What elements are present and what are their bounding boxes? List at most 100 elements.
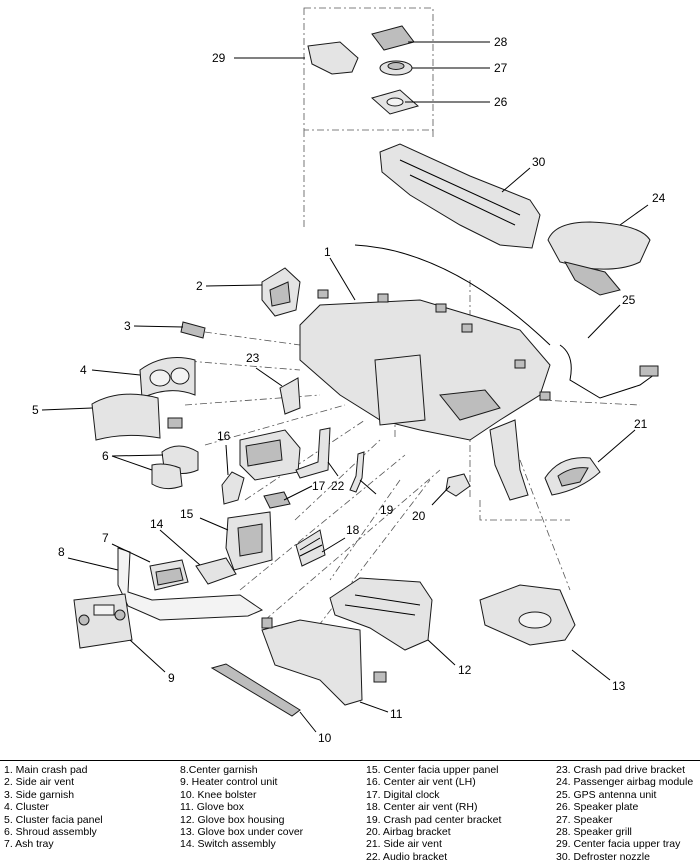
- legend-item: 29. Center facia upper tray: [556, 838, 681, 851]
- callout-23: 23: [246, 351, 260, 365]
- legend-item: 13. Glove box under cover: [180, 825, 304, 838]
- legend-column-1: 1. Main crash pad 2. Side air vent 3. Si…: [4, 764, 103, 851]
- callout-2: 2: [196, 279, 203, 293]
- legend-column-2: 8.Center garnish 9. Heater control unit …: [180, 764, 303, 851]
- legend-item: 11. Glove box: [180, 801, 245, 814]
- crash-pad-drive-bracket: [279, 377, 301, 415]
- knee-bolster: [210, 663, 301, 717]
- callout-20: 20: [412, 509, 426, 523]
- main-crash-pad: [299, 244, 551, 501]
- callout-19: 19: [380, 503, 394, 517]
- legend-item: 25. GPS antenna unit: [556, 788, 657, 801]
- callout-25: 25: [622, 293, 636, 307]
- callout-26: 26: [494, 95, 508, 109]
- side-garnish: [180, 321, 206, 339]
- callout-11: 11: [390, 707, 403, 721]
- callout-12: 12: [458, 663, 472, 677]
- callout-3: 3: [124, 319, 131, 333]
- speaker-plate: [370, 89, 420, 115]
- callout-21: 21: [634, 417, 648, 431]
- legend-item: 17. Digital clock: [366, 788, 440, 801]
- callout-1: 1: [324, 245, 331, 259]
- callout-5: 5: [32, 403, 39, 417]
- callout-9: 9: [168, 671, 175, 685]
- callout-29: 29: [212, 51, 226, 65]
- glove-box-under-cover: [479, 584, 576, 646]
- callout-28: 28: [494, 35, 508, 49]
- speaker-grill: [371, 25, 415, 51]
- callout-7: 7: [102, 531, 109, 545]
- shroud-assembly: [151, 445, 199, 490]
- crash-pad-center-bracket: [349, 451, 365, 493]
- legend-item: 24. Passenger airbag module: [556, 776, 694, 789]
- parts-legend: 1. Main crash pad 2. Side air vent 3. Si…: [0, 764, 700, 863]
- callout-8: 8: [58, 545, 65, 559]
- legend-item: 3. Side garnish: [4, 788, 75, 801]
- legend-item: 16. Center air vent (LH): [366, 776, 476, 789]
- center-facia-upper-tray: [307, 41, 359, 75]
- legend-item: 9. Heater control unit: [180, 776, 278, 789]
- callout-16: 16: [217, 429, 231, 443]
- cluster: [139, 357, 196, 399]
- legend-item: 22. Audio bracket: [366, 850, 448, 863]
- legend-item: 2. Side air vent: [4, 776, 75, 789]
- legend-item: 8.Center garnish: [180, 764, 258, 776]
- glove-box: [261, 617, 387, 706]
- center-air-vent-right: [295, 529, 326, 567]
- passenger-airbag-module: [547, 221, 651, 296]
- ash-tray: [149, 559, 189, 591]
- legend-item: 12. Glove box housing: [180, 813, 285, 826]
- callout-15: 15: [180, 507, 194, 521]
- legend-column-4: 23. Crash pad drive bracket 24. Passenge…: [556, 764, 693, 863]
- legend-item: 14. Switch assembly: [180, 838, 276, 851]
- legend-divider: [0, 760, 700, 761]
- mounting-clips: [317, 289, 551, 401]
- dashed-reference-lines: [174, 7, 641, 651]
- cluster-facia-panel: [91, 393, 183, 441]
- callout-27: 27: [494, 61, 508, 75]
- callout-6: 6: [102, 449, 109, 463]
- center-air-vent-left: [221, 471, 245, 505]
- legend-column-3: 15. Center facia upper panel 16. Center …: [366, 764, 501, 863]
- legend-item: 18. Center air vent (RH): [366, 801, 478, 814]
- callout-30: 30: [532, 155, 546, 169]
- side-air-vent-left: [261, 267, 301, 317]
- legend-item: 30. Defroster nozzle: [556, 850, 650, 863]
- gps-antenna-unit: [559, 344, 659, 399]
- defroster-nozzle: [379, 143, 541, 249]
- callout-10: 10: [318, 731, 332, 745]
- legend-item: 20. Airbag bracket: [366, 825, 451, 838]
- legend-item: 5. Cluster facia panel: [4, 813, 103, 826]
- legend-item: 19. Crash pad center bracket: [366, 813, 502, 826]
- legend-item: 1. Main crash pad: [4, 764, 88, 776]
- callout-24: 24: [652, 191, 666, 205]
- exploded-parts-diagram: 29 28 27 26 30 24 1 2 25 3 23 4 5 21 16 …: [32, 7, 666, 745]
- speaker: [379, 60, 413, 76]
- legend-item: 23. Crash pad drive bracket: [556, 764, 685, 776]
- callout-14: 14: [150, 517, 164, 531]
- legend-item: 6. Shroud assembly: [4, 825, 97, 838]
- digital-clock: [263, 491, 291, 509]
- callout-13: 13: [612, 679, 626, 693]
- airbag-bracket: [445, 473, 471, 497]
- legend-item: 21. Side air vent: [366, 838, 442, 851]
- center-facia-upper-panel: [225, 511, 273, 571]
- audio-unit: [239, 429, 301, 481]
- legend-item: 15. Center facia upper panel: [366, 764, 499, 776]
- callout-4: 4: [80, 363, 87, 377]
- legend-item: 10. Knee bolster: [180, 788, 257, 801]
- callout-17: 17: [312, 479, 326, 493]
- legend-item: 27. Speaker: [556, 813, 613, 826]
- callout-leader-lines: [41, 41, 649, 733]
- side-air-vent-right: [544, 457, 601, 496]
- switch-assembly: [195, 557, 237, 585]
- callout-18: 18: [346, 523, 360, 537]
- callout-numbers: 29 28 27 26 30 24 1 2 25 3 23 4 5 21 16 …: [32, 35, 666, 745]
- legend-item: 26. Speaker plate: [556, 801, 639, 814]
- audio-bracket: [295, 427, 331, 479]
- legend-item: 4. Cluster: [4, 801, 49, 814]
- legend-item: 7. Ash tray: [4, 838, 54, 851]
- legend-item: 28. Speaker grill: [556, 825, 632, 838]
- heater-control-unit: [73, 593, 133, 649]
- callout-22: 22: [331, 479, 345, 493]
